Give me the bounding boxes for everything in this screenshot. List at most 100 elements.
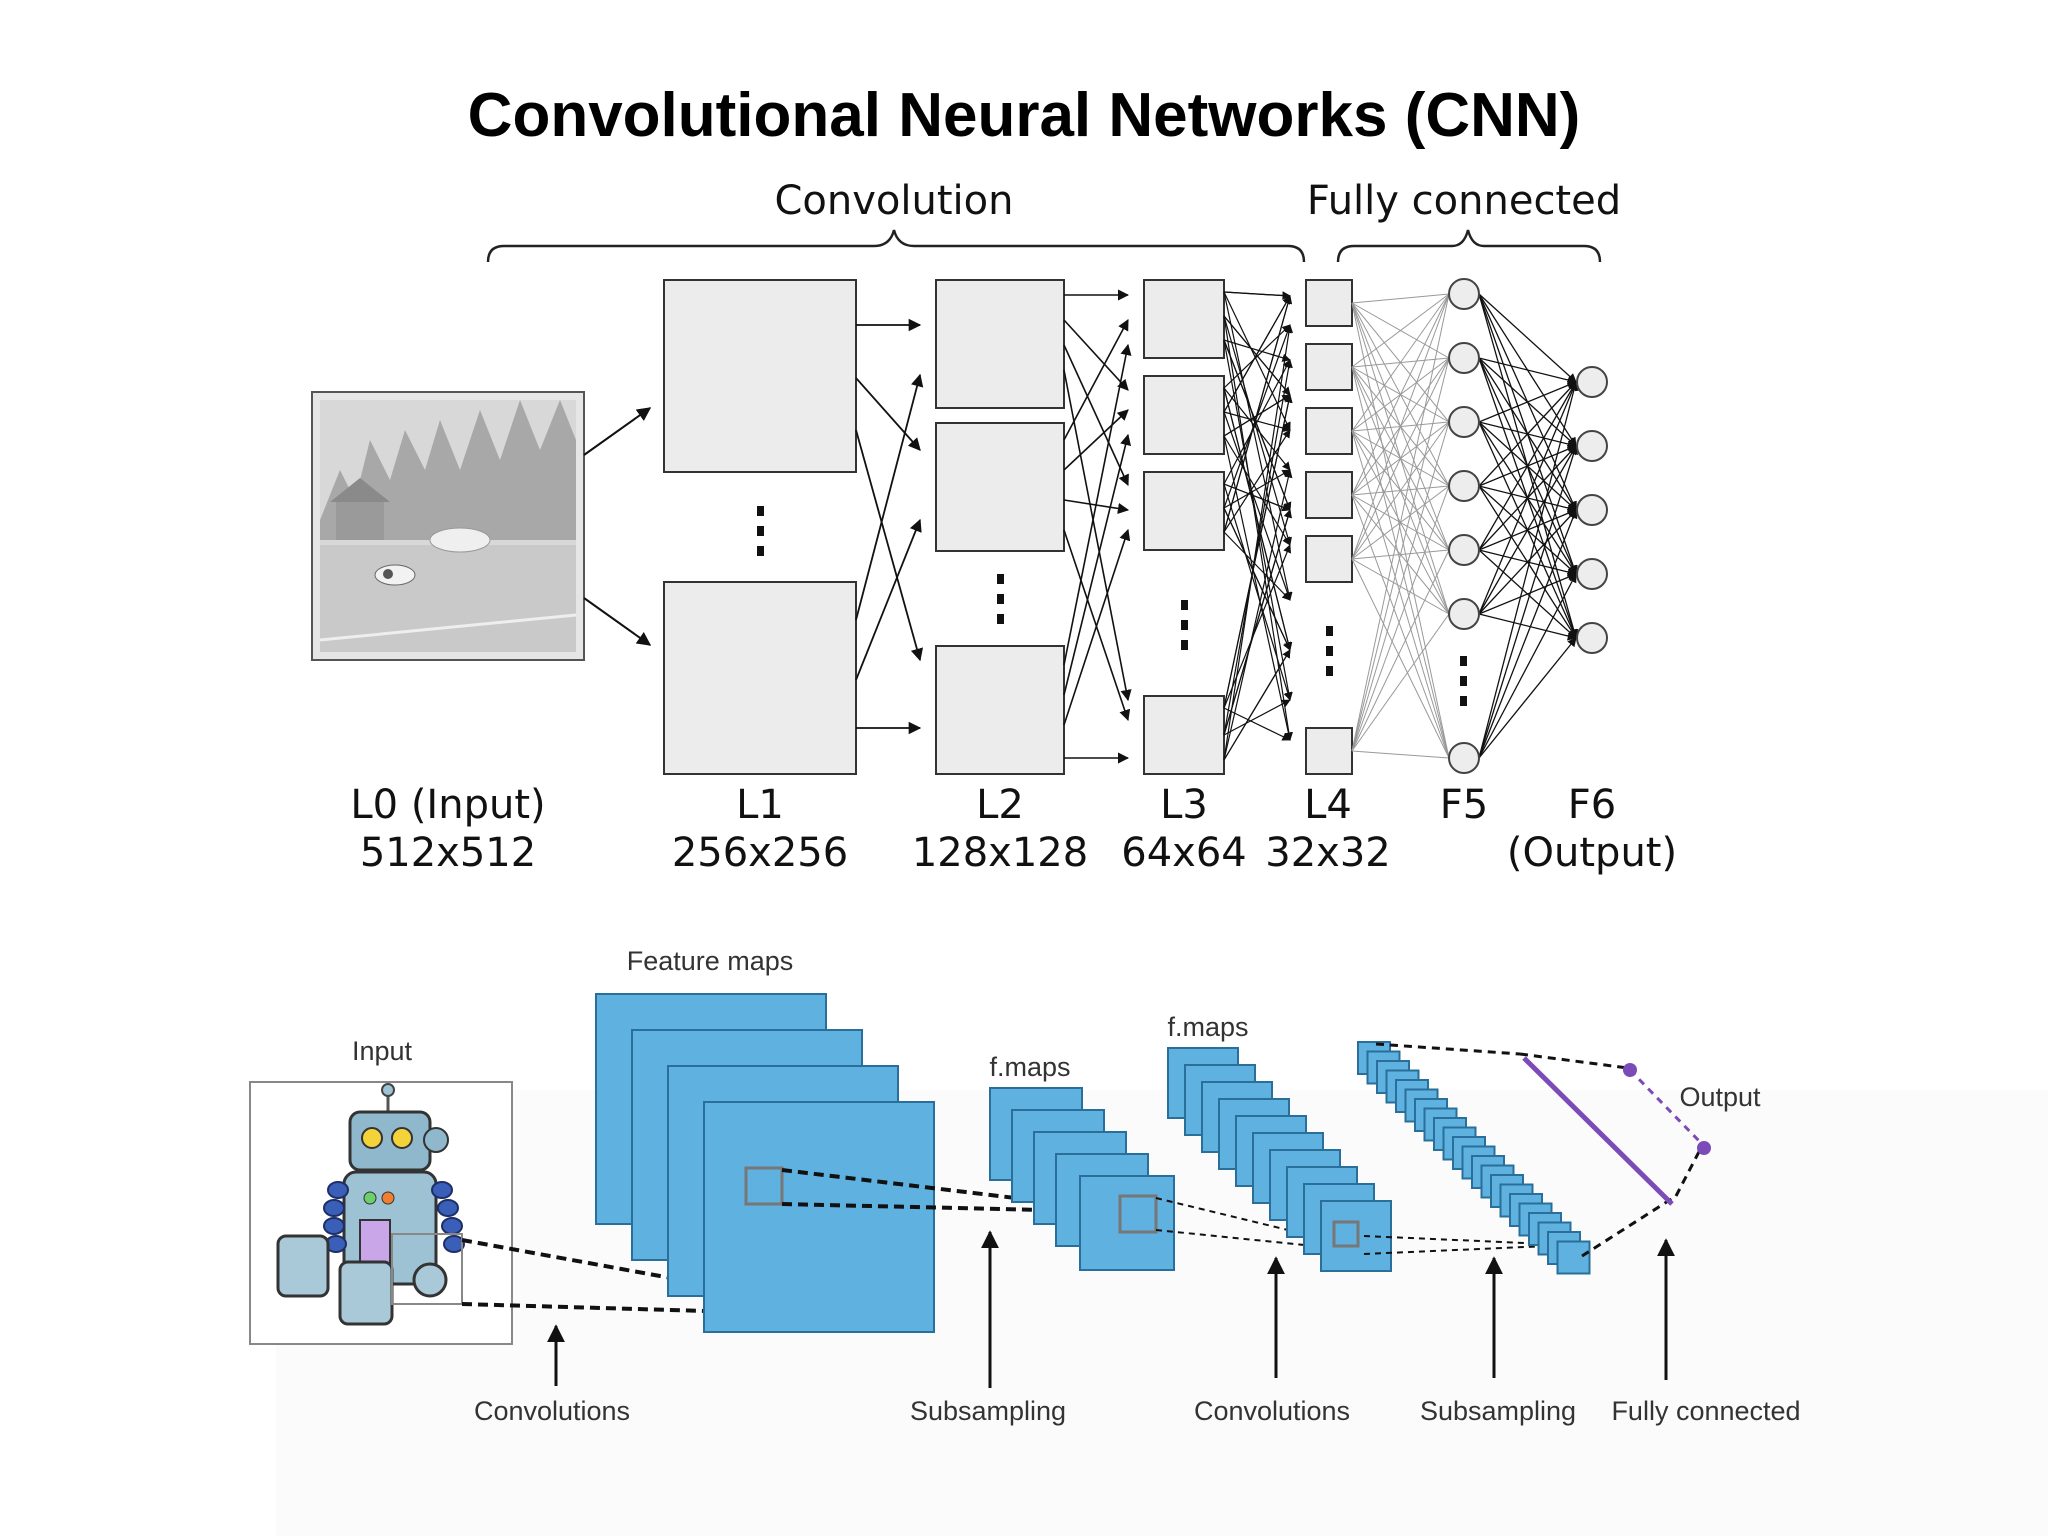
l3-l4-connection [1223,359,1293,736]
f5-f6-connection [1478,637,1577,759]
fully-connected-layer [1522,1056,1674,1206]
l3-l4-connection [1223,435,1291,546]
layer-size-l1: 256x256 [672,830,848,876]
f5-neuron [1448,470,1480,502]
l2-to-l3-connections [1063,289,1132,764]
l4-f5-connection [1351,293,1450,432]
l4-f5-connection [1351,485,1450,752]
feature-maps-label: Feature maps [627,946,794,976]
layer-name-l2: L2 [976,782,1024,828]
layer-labels: L0 (Input) 512x512 L1 256x256 L2 128x128… [350,782,1677,876]
stage-label-fully-connected: Fully connected [1611,1396,1800,1426]
l4-f5-connection [1351,293,1450,752]
top-diagram: Convolution Fully connected [311,178,1677,876]
layer-name-l0: L0 (Input) [350,782,545,828]
f5-f6-connection [1478,381,1577,487]
output-dashed-line [1628,1068,1706,1148]
fmaps-1-stack [989,1087,1175,1271]
l3-l4-connection [1223,295,1291,413]
l2-feature-box [935,279,1065,409]
layer-name-f6: F6 [1568,782,1616,828]
l3-l4-connection [1223,469,1293,761]
l3-l4-connection [1223,411,1292,601]
l4-feature-box [1305,727,1353,775]
layer-size-l2: 128x128 [912,830,1088,876]
l4-feature-boxes [1305,279,1353,775]
l3-feature-box [1143,375,1225,455]
projection-line [461,1302,881,1318]
f5-neuron [1448,598,1480,630]
l4-f5-connection [1351,421,1450,752]
l4-f5-connection [1351,293,1450,560]
f5-neuron [1448,406,1480,438]
f5-f6-connection [1478,573,1577,759]
layer-name-f5: F5 [1440,782,1488,828]
f6-neuron [1576,558,1608,590]
receptive-field [1118,1194,1158,1234]
output-node [1697,1141,1711,1155]
l3-l4-connection [1223,707,1291,741]
l2-ellipsis [997,574,1004,624]
l3-l4-connection [1223,291,1291,300]
l1-ellipsis [757,506,764,556]
fmaps-2-label: f.maps [1167,1012,1248,1042]
l3-l4-connection [1223,387,1293,651]
fully-connected-brace [1336,229,1602,263]
stage-label-convolutions-1: Convolutions [474,1396,630,1426]
stage-arrows [547,1230,1675,1388]
layer-size-l3: 64x64 [1121,830,1246,876]
l3-ellipsis [1181,600,1188,650]
l3-l4-connection [1223,483,1292,701]
l3-l4-connection [1223,295,1293,533]
feature-map [1556,1240,1591,1275]
l4-f5-connection [1351,357,1450,560]
l2-feature-box [935,645,1065,775]
l4-feature-box [1305,535,1353,583]
stage-label-convolutions-2: Convolutions [1194,1396,1350,1426]
l4-f5-connection [1351,430,1450,759]
layer-name-l4: L4 [1304,782,1352,828]
receptive-field [1332,1220,1360,1248]
l3-l4-connection [1223,507,1291,651]
f5-f6-connection [1478,381,1579,759]
bottom-diagram: Input Feature maps [249,946,2048,1536]
layer-name-l3: L3 [1160,782,1208,828]
f5-f6-connection [1478,509,1577,615]
input-image [311,391,585,661]
convolution-brace-label: Convolution [775,178,1014,224]
fully-connected-brace-label: Fully connected [1307,178,1621,224]
f5-neuron [1448,534,1480,566]
f5-f6-connection [1478,380,1577,423]
f5-neuron [1448,742,1480,774]
f6-neuron [1576,494,1608,526]
l3-l4-connection [1223,469,1291,509]
l3-l4-connection [1223,291,1291,431]
l3-l4-connection [1223,435,1293,741]
l3-l4-connection [1223,699,1291,736]
f5-f6-connection [1478,293,1577,383]
f5-nodes [1448,278,1480,774]
l3-feature-box [1143,695,1225,775]
l3-l4-connection [1223,315,1292,546]
l4-f5-connection [1351,293,1450,304]
output-label: Output [1679,1082,1761,1112]
layer-name-l1: L1 [736,782,784,828]
input-to-l1-arrow [583,407,652,456]
l3-l4-connection [1223,359,1291,485]
l4-feature-box [1305,279,1353,327]
f5-neuron [1448,278,1480,310]
f5-ellipsis [1460,656,1467,706]
l4-f5-connection [1351,494,1450,759]
l4-feature-box [1305,343,1353,391]
layer-size-l4: 32x32 [1265,830,1390,876]
robot-illustration [276,1083,465,1326]
receptive-field [744,1166,784,1206]
l3-l4-connection [1223,544,1292,709]
l3-l4-connection [1223,339,1292,511]
fc-dashed-line [1519,1052,1629,1070]
feature-maps-stack [595,993,935,1333]
l1-to-l2-connections [855,318,924,735]
f6-output-nodes [1576,366,1608,654]
f5-f6-connection [1478,381,1578,615]
